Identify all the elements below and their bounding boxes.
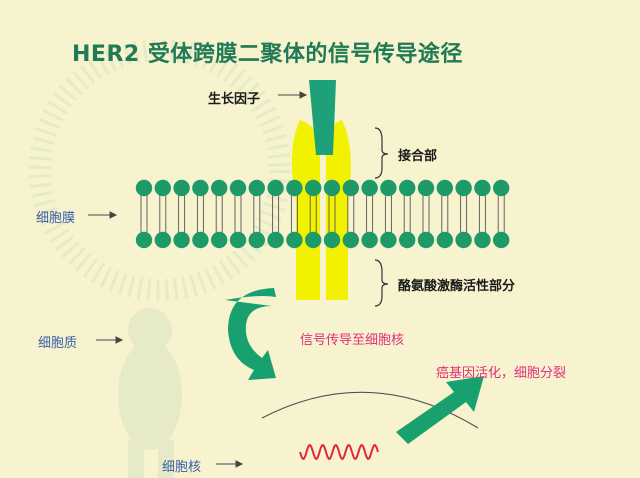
her2-receptor	[291, 120, 351, 300]
lipid-head	[229, 179, 247, 197]
lipid-head	[474, 179, 491, 197]
kinase-label: 酪氨酸激酶活性部分	[398, 279, 516, 294]
growth-factor-label: 生长因子	[208, 92, 261, 107]
dna-wave	[299, 443, 379, 461]
signal-curved-arrow	[225, 288, 276, 380]
lipid-head	[342, 179, 359, 197]
lipid-head	[286, 231, 303, 249]
activation-arrow	[396, 376, 484, 444]
lipid-head	[305, 231, 322, 249]
lipid-head	[211, 231, 228, 249]
binding-site-label: 接合部	[398, 149, 438, 164]
lipid-head	[399, 231, 416, 249]
lipid-head	[286, 179, 303, 197]
kinase-bracket	[374, 259, 389, 307]
background-decoration	[29, 39, 291, 478]
lipid-head	[229, 231, 247, 249]
lipid-head	[493, 231, 510, 249]
lipid-head	[455, 231, 472, 249]
binding-bracket	[374, 127, 389, 179]
lipid-head	[361, 179, 378, 197]
lipid-head	[323, 231, 341, 249]
cytoplasm-label: 细胞质	[38, 336, 78, 351]
lipid-head	[248, 231, 265, 249]
lipid-head	[305, 179, 322, 197]
lipid-head	[173, 179, 190, 197]
lipid-head	[436, 179, 453, 197]
lipid-head	[192, 179, 209, 197]
lipid-head	[267, 231, 284, 249]
lipid-head	[135, 179, 153, 197]
lipid-head	[192, 231, 209, 249]
lipid-head	[154, 179, 171, 197]
lipid-head	[211, 179, 228, 197]
lipid-head	[267, 179, 284, 197]
lipid-head	[380, 179, 397, 197]
cell-membrane-label: 细胞膜	[36, 211, 76, 226]
label-arrows	[88, 91, 308, 468]
lipid-head	[323, 179, 341, 197]
lipid-head	[493, 179, 510, 197]
lipid-head	[342, 231, 359, 249]
growth-factor-ligand	[309, 80, 336, 155]
lipid-head	[361, 231, 378, 249]
lipid-head	[135, 231, 153, 249]
lipid-head	[173, 231, 190, 249]
nucleus-envelope-arc	[261, 391, 479, 429]
lipid-head	[417, 179, 435, 197]
signal-label: 信号传导至细胞核	[300, 333, 405, 348]
lipid-head	[474, 231, 491, 249]
lipid-head	[380, 231, 397, 249]
lipid-head	[417, 231, 435, 249]
lipid-head	[436, 231, 453, 249]
cell-membrane-bilayer	[135, 179, 510, 249]
lipid-head	[399, 179, 416, 197]
nucleus-label: 细胞核	[162, 460, 202, 475]
page-title: HER2 受体跨膜二聚体的信号传导途径	[72, 42, 463, 67]
oncogene-label: 癌基因活化，细胞分裂	[436, 366, 567, 381]
lipid-head	[154, 231, 171, 249]
lipid-head	[248, 179, 265, 197]
lipid-head	[455, 179, 472, 197]
